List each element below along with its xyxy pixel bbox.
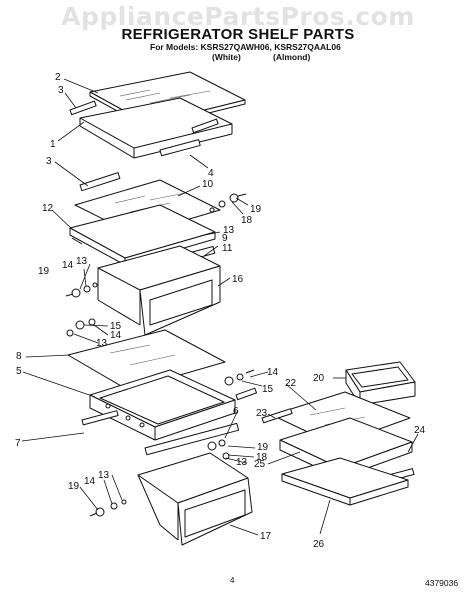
- callout-14-left: 14: [62, 260, 74, 271]
- right-shelf-rod: [261, 408, 293, 424]
- callout-10: 10: [202, 179, 214, 190]
- callout-13-bottom: 13: [98, 470, 110, 481]
- lower-shelf-rod-left: [81, 410, 119, 426]
- callout-16: 16: [232, 274, 244, 285]
- callout-18-upper: 18: [241, 215, 253, 226]
- watermark: AppliancePartsPros.com: [61, 2, 415, 31]
- leader-lines: [21, 78, 419, 536]
- top-shelf-rods: [69, 100, 219, 157]
- models-line: For Models: KSRS27QAWH06, KSRS27QAAL06: [150, 42, 341, 52]
- callout-3-top: 3: [58, 85, 64, 96]
- callout-6: 6: [233, 406, 239, 417]
- callout-4: 4: [208, 168, 214, 179]
- callout-24: 24: [414, 425, 426, 436]
- middle-shelf-rod: [79, 172, 121, 192]
- variant-white: (White): [212, 52, 241, 62]
- callout-13-right: 13: [236, 457, 248, 468]
- callout-12: 12: [42, 203, 54, 214]
- callout-13-upper: 13: [223, 225, 235, 236]
- callout-13-left: 13: [76, 256, 88, 267]
- callout-5: 5: [16, 366, 22, 377]
- lower-glass-shelf: [67, 329, 226, 391]
- screw-fastener-group-middle: [66, 318, 96, 337]
- callout-13-middle: 13: [96, 338, 108, 349]
- callout-7: 7: [15, 438, 21, 449]
- lower-shelf-frame: [89, 369, 236, 441]
- lower-shelf-rod: [144, 422, 240, 456]
- callout-11: 11: [222, 243, 233, 254]
- callout-15-left: 15: [110, 321, 122, 332]
- callout-19-right: 19: [257, 442, 269, 453]
- crisper-drawer: [97, 245, 221, 336]
- callout-2: 2: [55, 72, 61, 83]
- callout-9: 9: [222, 233, 228, 244]
- callout-19-left: 19: [38, 266, 50, 277]
- bottom-tray: [281, 457, 409, 506]
- callout-1: 1: [50, 139, 56, 150]
- callout-labels: 2 3 1 4 3 10 19 18 12 13 9 11 19 14 13 1…: [15, 72, 426, 550]
- callout-26: 26: [313, 539, 325, 550]
- bottom-crisper-drawer: [137, 452, 253, 546]
- storage-bin: [345, 361, 416, 406]
- callout-14-bottom: 14: [84, 476, 96, 487]
- callout-14-right: 14: [267, 367, 279, 378]
- callout-22: 22: [285, 378, 297, 389]
- document-number: 4379036: [425, 578, 459, 588]
- screw-fastener-group-upper: [65, 193, 247, 298]
- callout-19-upper: 19: [250, 204, 262, 215]
- callout-18-right: 18: [256, 452, 268, 463]
- callout-19-bottom: 19: [68, 481, 80, 492]
- callout-3-middle: 3: [46, 156, 52, 167]
- top-shelf-frame: [79, 97, 233, 159]
- callout-8: 8: [16, 351, 22, 362]
- callout-25: 25: [254, 459, 266, 470]
- callout-23: 23: [256, 408, 268, 419]
- screw-fastener-group-right: [207, 369, 258, 460]
- callout-14-middle: 14: [110, 330, 122, 341]
- callout-20: 20: [313, 373, 325, 384]
- page-title: REFRIGERATOR SHELF PARTS: [121, 26, 355, 43]
- page-number: 4: [230, 576, 235, 585]
- callout-17: 17: [260, 531, 272, 542]
- callout-15-right: 15: [262, 384, 274, 395]
- variant-almond: (Almond): [273, 52, 311, 62]
- screw-fastener-group-bottom: [89, 499, 127, 517]
